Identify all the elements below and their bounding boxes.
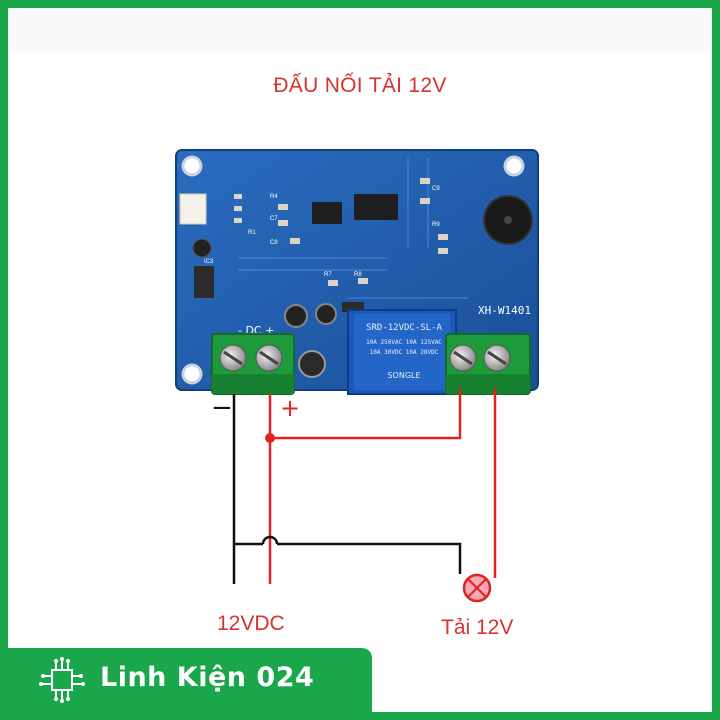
lamp-icon [462, 573, 492, 603]
capacitor [315, 303, 337, 325]
ic-chip [354, 194, 398, 220]
part-label: R9 [432, 222, 440, 228]
part-label: R8 [354, 272, 362, 278]
relay-model-text: SRD-12VDC-SL-A [366, 323, 442, 333]
chip-logo-icon [39, 657, 85, 703]
part-label: R4 [270, 194, 278, 200]
brand-banner: Linh Kiện 024 [8, 648, 372, 712]
voltage-regulator [194, 266, 214, 298]
board-model-label: XH-W1401 [478, 304, 531, 317]
diagram-title: ĐẤU NỐI TẢI 12V [273, 74, 447, 97]
brand-name: Linh Kiện 024 [100, 662, 315, 693]
relay-brand-text: SONGLE [387, 371, 420, 380]
part-label: R7 [324, 272, 332, 278]
part-label: C8 [270, 240, 278, 246]
minus-sign: − [211, 393, 233, 423]
top-band [8, 8, 712, 53]
plus-sign: + [280, 394, 300, 422]
part-label: IC3 [204, 259, 214, 265]
dc-terminal-block [211, 333, 295, 395]
diode [342, 302, 364, 312]
relay-terminal-block [445, 333, 531, 395]
mount-hole [503, 155, 525, 177]
supply-label: 12VDC [217, 612, 285, 635]
sensor-connector [179, 193, 207, 225]
part-label: R1 [248, 230, 256, 236]
part-label: C7 [270, 216, 278, 222]
part-label: C9 [432, 186, 440, 192]
image-frame: ĐẤU NỐI TẢI 12V [8, 8, 712, 712]
relay-rating-text: 10A 250VAC 10A 125VAC [366, 339, 442, 346]
wiring-diagram: SRD-12VDC-SL-A 10A 250VAC 10A 125VAC 10A… [175, 149, 539, 603]
load-label: Tải 12V [441, 616, 514, 639]
mount-hole [181, 155, 203, 177]
pcb-board: SRD-12VDC-SL-A 10A 250VAC 10A 125VAC 10A… [175, 149, 539, 395]
capacitor [284, 304, 308, 328]
red-wires [268, 388, 497, 584]
relay: SRD-12VDC-SL-A 10A 250VAC 10A 125VAC 10A… [347, 309, 457, 395]
junction-dot [265, 433, 275, 443]
relay-rating-text: 10A 30VDC 10A 28VDC [370, 349, 439, 356]
black-wires [232, 394, 462, 584]
capacitor [298, 350, 326, 378]
capacitor [192, 238, 212, 258]
mount-hole [181, 363, 203, 385]
ic-chip [312, 202, 342, 224]
